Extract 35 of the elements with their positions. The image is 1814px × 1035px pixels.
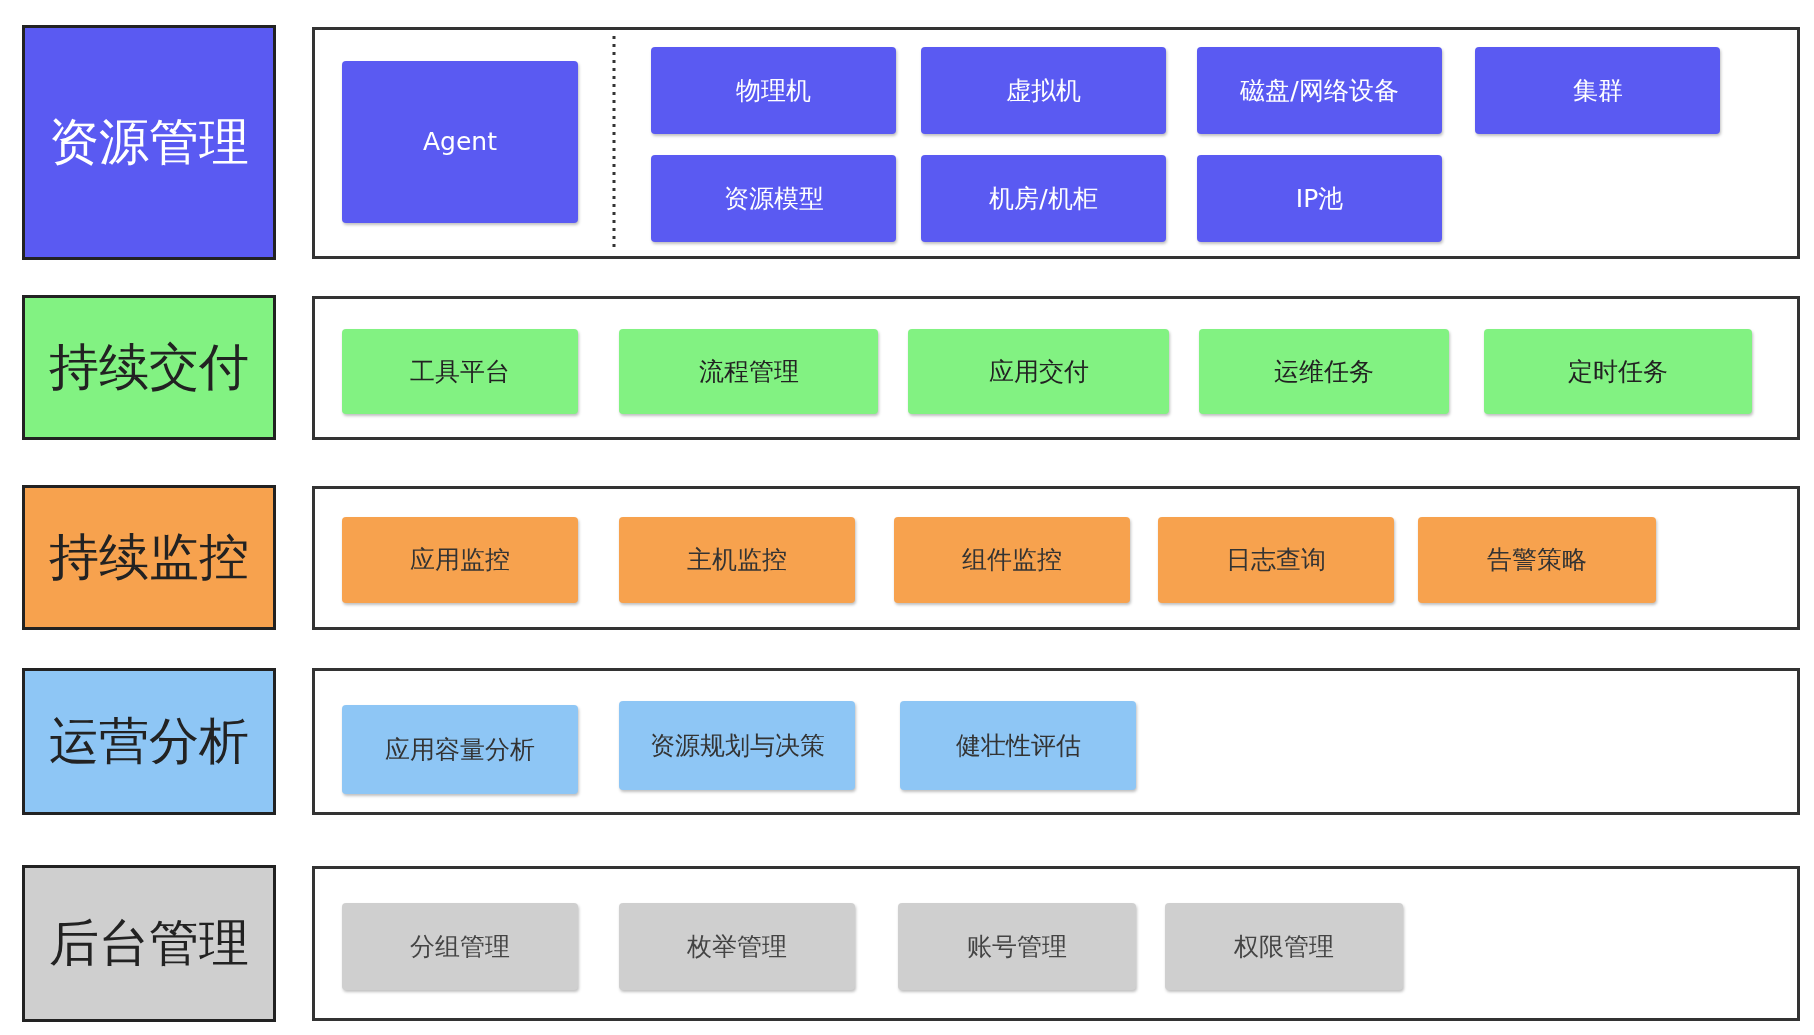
module-box: 虚拟机: [921, 47, 1166, 134]
module-box: 集群: [1475, 47, 1720, 134]
module-box: 应用交付: [908, 329, 1169, 414]
module-box: 运维任务: [1199, 329, 1449, 414]
layer-panel: [312, 486, 1800, 630]
module-box: 资源规划与决策: [619, 701, 855, 790]
module-box: 流程管理: [619, 329, 878, 414]
module-box: 组件监控: [894, 517, 1130, 603]
module-box: 日志查询: [1158, 517, 1394, 603]
module-box: 分组管理: [342, 903, 578, 990]
module-box: 账号管理: [898, 903, 1136, 990]
layer-panel: [312, 296, 1800, 440]
module-box: 权限管理: [1165, 903, 1403, 990]
layer-title-box: 资源管理: [22, 25, 276, 260]
layer-title-box: 运营分析: [22, 668, 276, 815]
layer-panel: [312, 27, 1800, 259]
module-box: 物理机: [651, 47, 896, 134]
module-box: IP池: [1197, 155, 1442, 242]
module-box: 定时任务: [1484, 329, 1752, 414]
module-box: 主机监控: [619, 517, 855, 603]
module-box: 枚举管理: [619, 903, 855, 990]
module-box: 应用监控: [342, 517, 578, 603]
layer-panel: [312, 668, 1800, 815]
layer-title-box: 持续监控: [22, 485, 276, 630]
module-box: 应用容量分析: [342, 705, 578, 794]
layer-panel: [312, 866, 1800, 1021]
module-box: Agent: [342, 61, 578, 223]
module-box: 工具平台: [342, 329, 578, 414]
module-box: 告警策略: [1418, 517, 1656, 603]
layer-title-box: 持续交付: [22, 295, 276, 440]
module-box: 资源模型: [651, 155, 896, 242]
module-box: 健壮性评估: [900, 701, 1136, 790]
module-box: 磁盘/网络设备: [1197, 47, 1442, 134]
layer-title-box: 后台管理: [22, 865, 276, 1022]
module-box: 机房/机柜: [921, 155, 1166, 242]
